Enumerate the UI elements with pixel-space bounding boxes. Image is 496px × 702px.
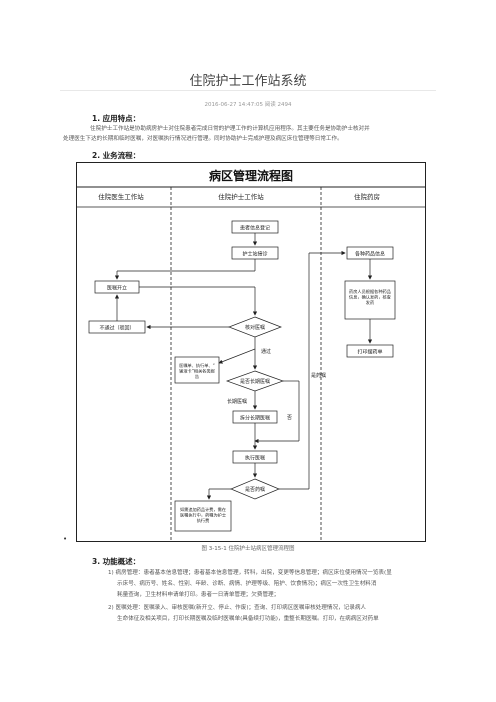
diamond-longterm-label: 是否长期医嘱 <box>240 378 270 385</box>
box-pharmacy-info-label: 各种药品信息 <box>355 251 385 258</box>
label-longterm-yes: 长期医嘱 <box>227 398 247 405</box>
diamond-drug <box>230 478 280 500</box>
functions-line-2: 示床号、病历号、姓名、性别、年龄、诊断、病情、护理等级、陪护、饮食情况)；病区一… <box>117 581 377 587</box>
box-final-charge-label: 如需追加药品计费，需在医嘱执行中，药嘱为护士执行费 <box>180 506 226 524</box>
box-order-note <box>174 356 220 384</box>
section-heading-flow: 2. 业务流程： <box>92 151 141 160</box>
box-print-sheet <box>346 344 394 358</box>
box-split-order-label: 拆分长期医嘱 <box>240 415 270 422</box>
title-divider <box>60 90 436 91</box>
features-line-1: 住院护士工作站是协助病房护士对住院患者完成日常的护理工作的计算机应用程序。其主要… <box>90 126 370 132</box>
box-pharmacy-dispense-label: 药房人员根据各种药品信息，确认发药，核查发药 <box>349 288 392 306</box>
section-heading-functions: 3. 功能概述： <box>92 557 141 566</box>
list-bullet: • <box>63 535 68 543</box>
diamond-drug-label: 是否药嘱 <box>245 486 265 493</box>
functions-line-5: 生命体征及相关项目，打印长期医嘱及临时医嘱单(具备续打功能)，重整长期医嘱。打印… <box>117 616 379 622</box>
post-meta: 2016-06-27 14:47:05 阅读 2494 <box>204 102 292 108</box>
flowchart-title: 病区管理流程图 <box>209 168 293 183</box>
functions-line-1: 1) 病房管理：患者基本信息管理；患者基本信息管理，转科，出院，变更等信息管理；… <box>108 570 392 576</box>
column-nurse: 住院护士工作站 <box>218 192 264 201</box>
figure-caption: 图 3-15-1 住院护士站病区管理流程图 <box>201 546 295 552</box>
box-final-charge <box>174 500 232 532</box>
functions-line-4: 2) 医嘱处理：医嘱录入、审核医嘱(新开立、停止、作废)；查询、打印病区医嘱审核… <box>108 605 367 611</box>
features-line-2: 处理医生下达的长期和临时医嘱，对医嘱执行情况进行管理。同时协助护士完成护理及病区… <box>63 136 343 142</box>
box-reject-label: 不通过（驳回） <box>99 325 134 332</box>
box-order-note-label: 医嘱单、执行单、“输液卡”相关各类报告 <box>179 362 215 380</box>
box-nurse-receive-label: 护士站接诊 <box>242 251 267 258</box>
label-pass: 通过 <box>261 348 271 355</box>
column-pharmacy: 住院药房 <box>354 192 380 201</box>
diamond-check-order-label: 核对医嘱 <box>245 324 265 331</box>
section-heading-features: 1. 应用特点： <box>92 114 141 123</box>
label-is-drug: 是药嘱 <box>311 372 326 379</box>
label-no: 否 <box>287 415 292 421</box>
box-doctor-order-label: 医嘱开立 <box>107 285 127 292</box>
box-execute-order-label: 执行医嘱 <box>245 455 265 462</box>
box-print-sheet-label: 打印摆药单 <box>357 349 382 356</box>
column-doctor: 住院医生工作站 <box>98 192 144 201</box>
box-patient-register-label: 患者信息登记 <box>240 225 270 232</box>
flowchart-figure: 病区管理流程图 住院医生工作站 住院护士工作站 住院药房 患者信息登记 护士站接… <box>76 162 426 542</box>
page-title: 住院护士工作站系统 <box>189 74 307 89</box>
functions-line-3: 耗量查询，卫生材料申请单打印。患者一日清单管理；欠费管理； <box>117 592 280 598</box>
